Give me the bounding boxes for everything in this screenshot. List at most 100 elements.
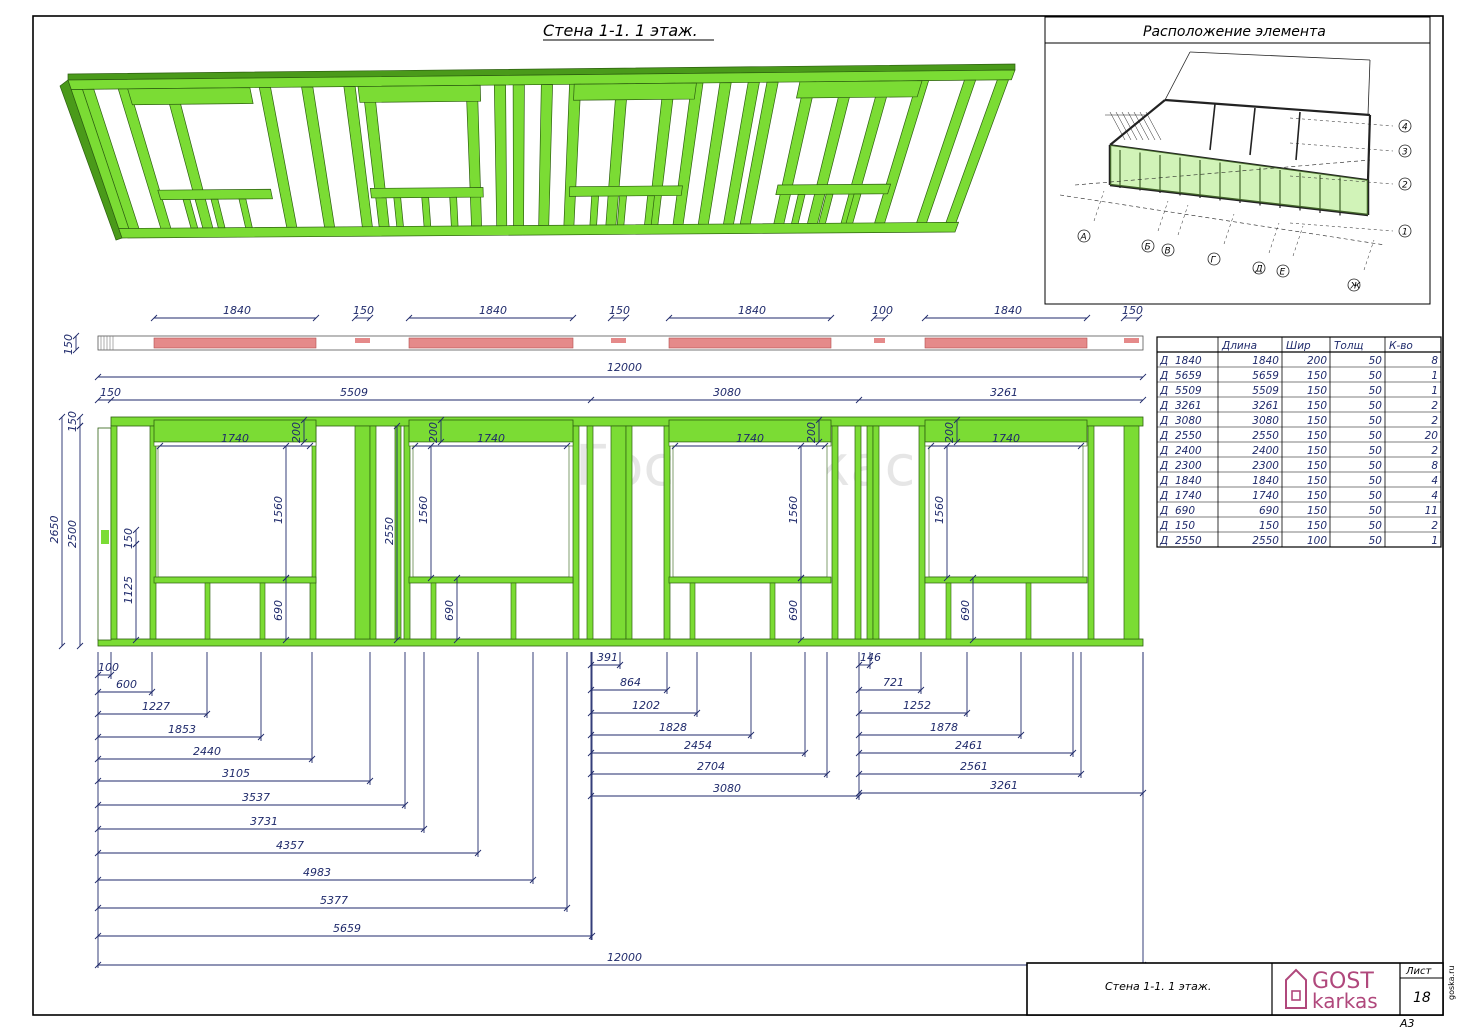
dim-tick: [563, 904, 571, 912]
dim-text: 1740: [992, 432, 1020, 445]
dim-tick: [312, 314, 320, 322]
dim-tick: [393, 636, 401, 644]
dim-tick: [797, 574, 805, 582]
dim-text: 150: [66, 411, 79, 432]
wall-3d-header: [357, 84, 482, 103]
table-cell-len: 2300: [1252, 460, 1279, 472]
dim-text: 3537: [242, 791, 270, 804]
dim-text: 2550: [383, 517, 396, 545]
plan-line: [1139, 111, 1156, 141]
stud: [854, 425, 862, 640]
dim-tick: [921, 314, 929, 322]
title-block: Стена 1-1. 1 этаж. GOST karkas Лист 18: [1026, 962, 1444, 1016]
table-cell-t: 50: [1369, 430, 1383, 442]
dim-text: 3261: [990, 386, 1018, 399]
dim-tick: [616, 661, 624, 669]
dim-tick: [1083, 314, 1091, 322]
dim-tick: [917, 686, 925, 694]
table-cell-len: 3080: [1252, 415, 1279, 427]
dim-text: 690: [787, 600, 800, 621]
dim-tick: [855, 661, 863, 669]
table-cell-type: Д: [1159, 430, 1168, 442]
plan-line: [1177, 204, 1189, 236]
table-cell-w: 150: [1307, 445, 1327, 457]
axis-bubble-col: [1347, 278, 1361, 292]
plan-line: [1289, 222, 1394, 232]
axis-label-col: Ж: [1350, 282, 1361, 292]
axis-bubble-col: [1276, 264, 1290, 278]
table-cell-w: 150: [1307, 415, 1327, 427]
stud: [586, 425, 594, 640]
dim-tick: [282, 574, 290, 582]
logo-text-karkas: karkas: [1312, 989, 1378, 1013]
total-dim-text: 12000: [607, 361, 642, 374]
table-cell-len: 2400: [1252, 445, 1279, 457]
dim-text: 200: [427, 422, 440, 443]
wall-3d-cripple: [589, 195, 599, 226]
window-sill: [924, 576, 1088, 584]
dim-tick: [693, 709, 701, 717]
wall-3d-cripple: [210, 198, 226, 229]
dim-text: 150: [1122, 304, 1143, 317]
header-beam: [408, 337, 574, 349]
dim-tick: [797, 442, 805, 450]
drawing-title: Стена 1-1. 1 этаж.: [543, 21, 698, 40]
logo-text-gost: GOST: [1312, 969, 1374, 994]
dim-text: 1840: [479, 304, 507, 317]
wall-3d-sill: [157, 188, 273, 201]
table-cell-q: 1: [1431, 370, 1438, 382]
dim-tick: [855, 789, 863, 797]
plan-line: [1115, 111, 1132, 141]
dim-tick: [150, 314, 158, 322]
window-sill: [153, 576, 317, 584]
dim-tick: [453, 636, 461, 644]
table-cell-name: 1840: [1175, 475, 1202, 487]
axis-bubble-col: [1207, 252, 1221, 266]
wall-3d-stud: [672, 82, 704, 225]
wall-3d-sill: [568, 185, 683, 197]
table-cell-w: 150: [1307, 385, 1327, 397]
plan-line: [1121, 111, 1138, 141]
table-cell-q: 2: [1431, 445, 1438, 457]
table-cell-len: 2550: [1252, 535, 1279, 547]
plan-line: [1127, 111, 1144, 141]
dim-text: 391: [597, 651, 618, 664]
wall-3d-cripple: [845, 193, 862, 224]
dim-tick: [72, 332, 80, 340]
table-cell-w: 150: [1307, 490, 1327, 502]
dim-tick: [855, 709, 863, 717]
table-header: Толщ: [1334, 340, 1364, 352]
dim-tick: [855, 686, 863, 694]
dim-tick: [1069, 749, 1077, 757]
stamp-title: Стена 1-1. 1 этаж.: [1105, 980, 1211, 993]
dim-text: 200: [290, 422, 303, 443]
logo-icon: [1285, 968, 1307, 1009]
table-cell-len: 2550: [1252, 430, 1279, 442]
wall-3d-header: [127, 87, 254, 106]
table-cell-name: 3261: [1175, 400, 1202, 412]
wall-3d-stud: [493, 84, 508, 227]
table-header: К-во: [1389, 340, 1413, 352]
dim-tick: [969, 636, 977, 644]
stud: [403, 425, 411, 640]
plan-line: [1145, 111, 1162, 141]
bottom-dimensions: 1006001227185324403105353737314357498353…: [94, 651, 1147, 969]
dim-text: 2650: [48, 516, 61, 544]
cripple-stud: [259, 582, 266, 640]
dim-text: 1560: [933, 496, 946, 524]
dim-tick: [563, 442, 571, 450]
dim-text: 1560: [417, 496, 430, 524]
dim-tick: [969, 574, 977, 582]
plan-line: [1164, 98, 1371, 117]
dim-tick: [76, 642, 84, 650]
dim-text: 3261: [990, 779, 1018, 792]
wall-3d-stud: [343, 86, 373, 228]
table-cell-q: 2: [1431, 520, 1438, 532]
dim-tick: [1135, 314, 1143, 322]
dim-text: 12000: [607, 951, 642, 964]
table-cell-type: Д: [1159, 355, 1168, 367]
axis-bubble-row: [1398, 119, 1412, 133]
axis-label-col: А: [1080, 233, 1087, 243]
table-cell-type: Д: [1159, 415, 1168, 427]
dim-text: 2561: [960, 760, 988, 773]
